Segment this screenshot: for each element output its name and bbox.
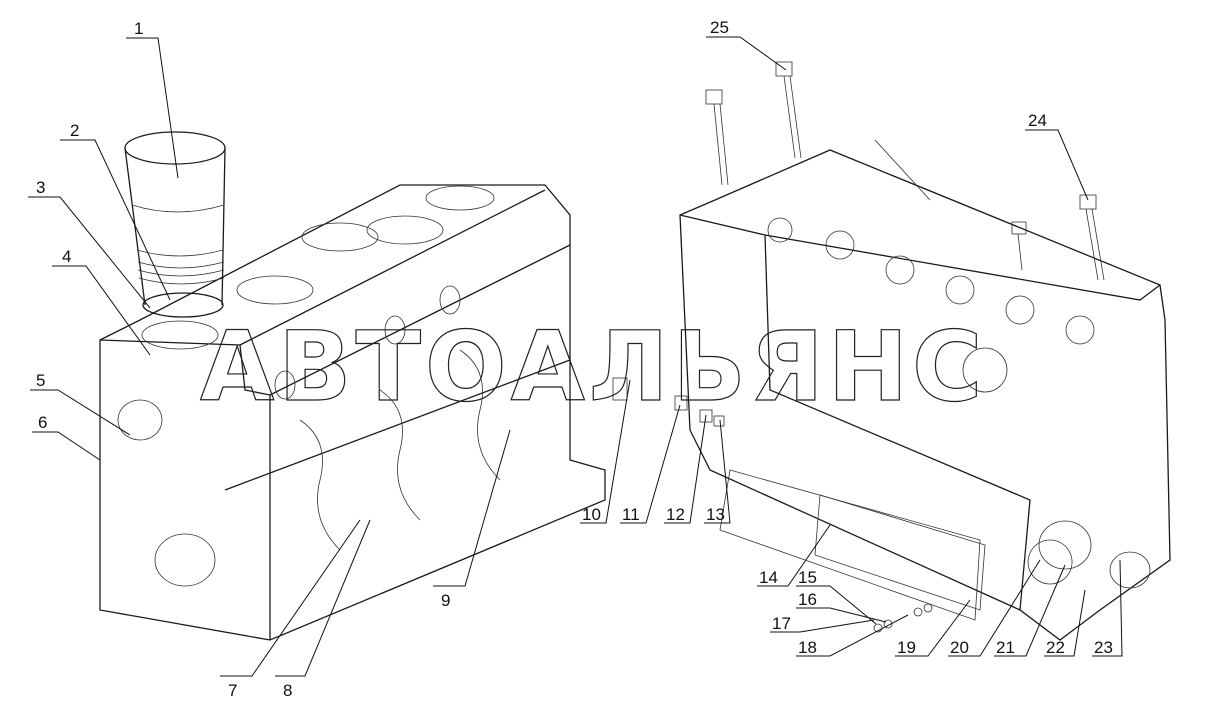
callout-5: 5	[36, 371, 45, 390]
right-cylinder-block	[612, 61, 1171, 641]
callout-10: 10	[582, 505, 601, 524]
callout-20: 20	[950, 638, 969, 657]
left-cylinder-block	[99, 184, 606, 641]
callout-1: 1	[134, 19, 143, 38]
callout-17: 17	[772, 614, 791, 633]
callout-7: 7	[228, 681, 237, 700]
callout-18: 18	[798, 638, 817, 657]
callout-11: 11	[622, 505, 640, 524]
callout-14: 14	[759, 568, 778, 587]
callout-3: 3	[36, 178, 45, 197]
callout-6: 6	[38, 413, 47, 432]
callout-8: 8	[283, 681, 292, 700]
callout-16: 16	[798, 590, 817, 609]
leader-lines	[28, 36, 1123, 677]
callout-23: 23	[1094, 638, 1113, 657]
callout-13: 13	[706, 505, 725, 524]
callout-19: 19	[897, 638, 916, 657]
callout-22: 22	[1046, 638, 1065, 657]
callout-12: 12	[666, 505, 685, 524]
callout-24: 24	[1028, 111, 1047, 130]
callout-25: 25	[710, 18, 729, 37]
callout-2: 2	[70, 121, 79, 140]
callout-4: 4	[62, 247, 71, 266]
watermark: АВТОАЛЬЯНС	[200, 311, 986, 423]
callout-9: 9	[441, 591, 450, 610]
callout-21: 21	[996, 638, 1015, 657]
callout-labels: 1 2 3 4 5 6 7 8 9 10 11 12 13 14 15 16 1…	[36, 18, 1113, 700]
callout-15: 15	[798, 568, 817, 587]
